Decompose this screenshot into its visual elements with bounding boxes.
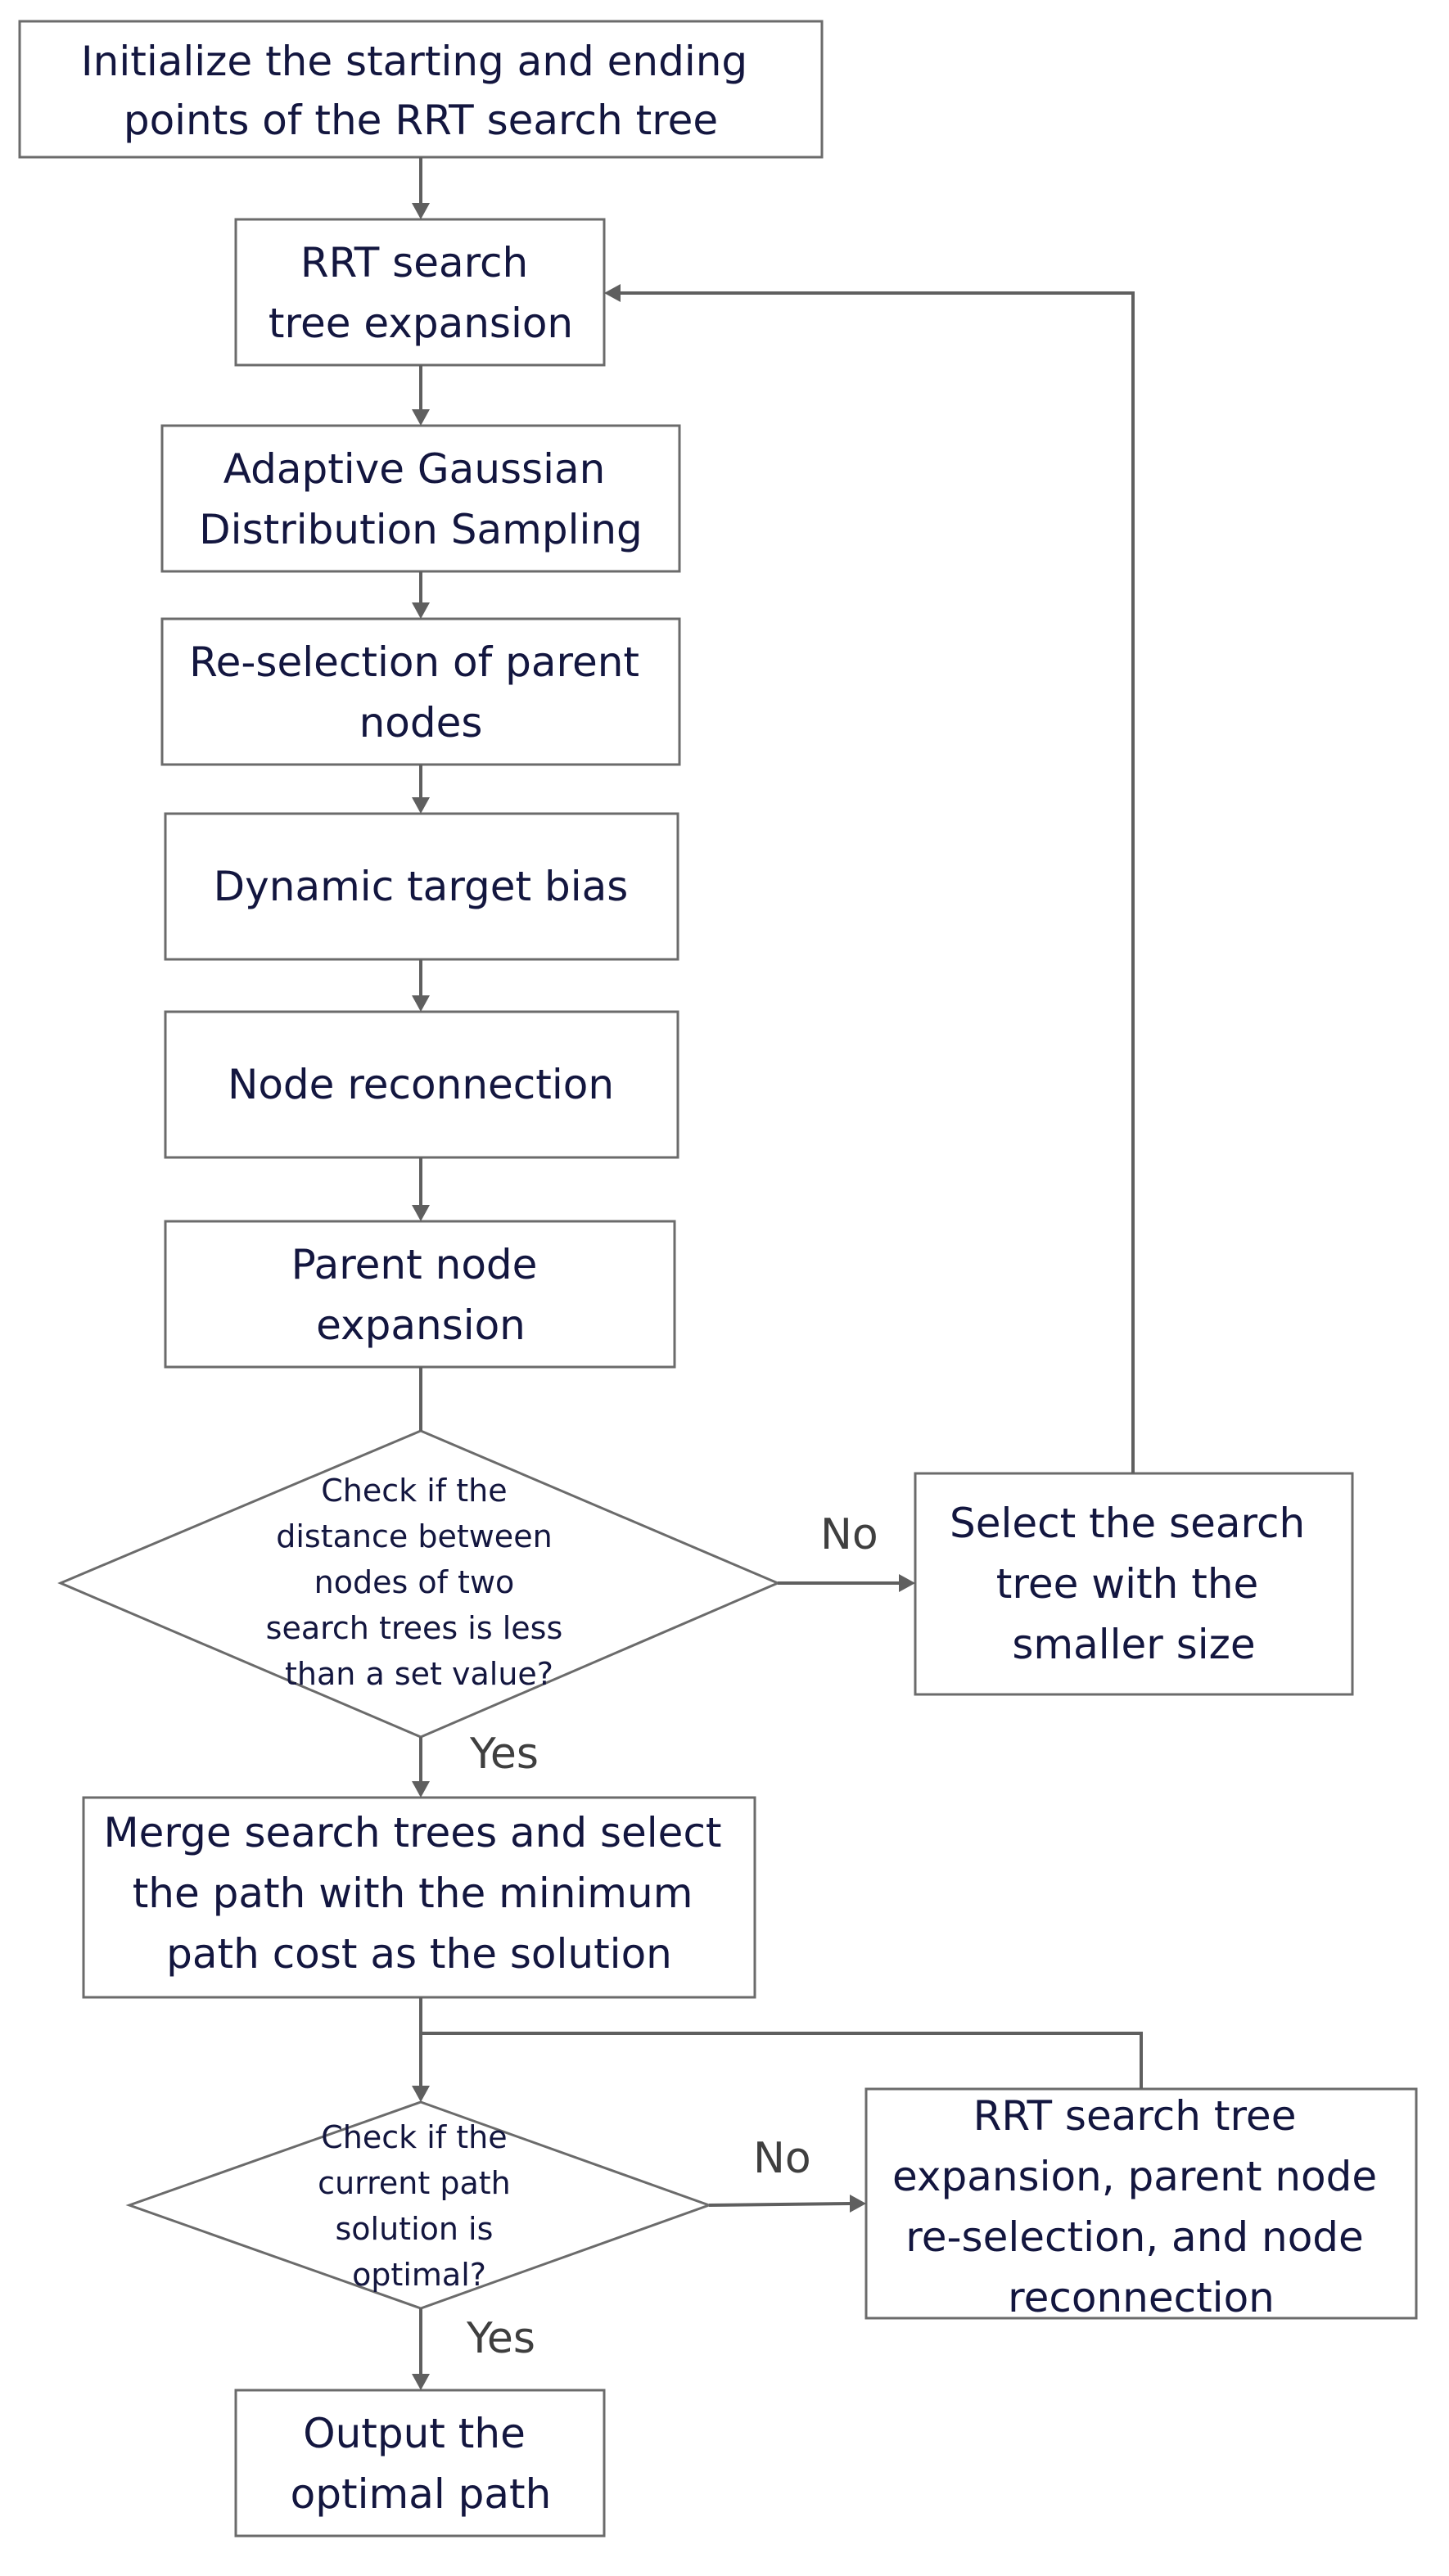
output-line-2: optimal path bbox=[291, 2470, 552, 2518]
connector-decision-no-to-select bbox=[778, 1574, 915, 1592]
connector-optimal-yes-to-output bbox=[412, 2308, 430, 2390]
rrt-combo-line-2: expansion, parent node bbox=[892, 2153, 1377, 2200]
select-smaller-box bbox=[914, 1472, 1354, 1696]
rrt-combo-line-4: reconnection bbox=[1008, 2274, 1275, 2321]
parent-expansion-line-1: Parent node bbox=[291, 1241, 538, 1288]
distance-decision-line-2: distance between bbox=[276, 1518, 552, 1554]
output-box bbox=[234, 2389, 606, 2538]
merge-line-1: Merge search trees and select bbox=[104, 1809, 722, 1856]
no-label-optimal: No bbox=[753, 2134, 811, 2183]
connector-rrt-to-sampling bbox=[412, 365, 430, 426]
connector-select-loop-to-rrt bbox=[604, 284, 1135, 1473]
select-smaller-line-3: smaller size bbox=[1012, 1621, 1255, 1668]
init-box bbox=[18, 20, 824, 159]
rrt-combo-line-1: RRT search tree bbox=[973, 2092, 1297, 2140]
optimal-decision-line-2: current path bbox=[318, 2165, 511, 2201]
output-line-1: Output the bbox=[303, 2410, 526, 2457]
init-line-1: Initialize the starting and ending bbox=[81, 38, 747, 85]
merge-line-2: the path with the minimum bbox=[133, 1870, 693, 1917]
reselection-line-2: nodes bbox=[359, 699, 483, 747]
rrt-combo-line-3: re-selection, and node bbox=[905, 2213, 1364, 2261]
connector-decision-yes-to-merge bbox=[412, 1737, 430, 1798]
rrt-combo-label: RRT search tree expansion, parent node r… bbox=[892, 2092, 1390, 2321]
output-label: Output the optimal path bbox=[291, 2410, 552, 2518]
distance-decision-line-5: than a set value? bbox=[285, 1656, 553, 1692]
connector-optimal-no-to-combo bbox=[708, 2195, 866, 2213]
init-label: Initialize the starting and ending point… bbox=[81, 38, 761, 144]
target-bias-label: Dynamic target bias bbox=[214, 863, 629, 910]
reconnection-box bbox=[164, 1010, 679, 1159]
optimal-decision-line-3: solution is bbox=[335, 2211, 493, 2247]
adaptive-sampling-line-2: Distribution Sampling bbox=[199, 506, 643, 553]
merge-label: Merge search trees and select the path w… bbox=[104, 1809, 735, 1978]
distance-decision-line-3: nodes of two bbox=[314, 1564, 515, 1600]
init-line-2: points of the RRT search tree bbox=[124, 97, 718, 144]
reselection-line-1: Re-selection of parent bbox=[189, 638, 639, 686]
reselection-box bbox=[160, 617, 681, 766]
connector-reconnection-to-parent bbox=[412, 1157, 430, 1221]
select-smaller-line-2: tree with the bbox=[996, 1560, 1259, 1608]
rrt-expansion-line-1: RRT search bbox=[300, 239, 528, 286]
connector-merge-to-optimal bbox=[412, 1997, 430, 2102]
optimal-decision-line-4: optimal? bbox=[352, 2257, 486, 2293]
target-bias-box bbox=[164, 812, 679, 961]
yes-label-distance: Yes bbox=[469, 1730, 539, 1779]
rrt-expansion-line-2: tree expansion bbox=[269, 300, 573, 347]
target-bias-line-1: Dynamic target bias bbox=[214, 863, 629, 910]
yes-label-optimal: Yes bbox=[466, 2314, 535, 2363]
connector-sampling-to-reselection bbox=[412, 571, 430, 619]
parent-expansion-line-2: expansion bbox=[316, 1302, 526, 1349]
distance-decision-line-4: search trees is less bbox=[266, 1610, 563, 1646]
adaptive-sampling-label: Adaptive Gaussian Distribution Sampling bbox=[199, 445, 643, 553]
rrt-expansion-label: RRT search tree expansion bbox=[269, 239, 573, 347]
merge-line-3: path cost as the solution bbox=[166, 1930, 672, 1978]
distance-decision-line-1: Check if the bbox=[321, 1473, 507, 1509]
reconnection-line-1: Node reconnection bbox=[228, 1061, 614, 1108]
reconnection-label: Node reconnection bbox=[228, 1061, 614, 1108]
adaptive-sampling-line-1: Adaptive Gaussian bbox=[223, 445, 606, 493]
parent-expansion-label: Parent node expansion bbox=[291, 1241, 551, 1349]
connector-init-to-rrt bbox=[412, 157, 430, 219]
connector-reselection-to-bias bbox=[412, 765, 430, 814]
connector-bias-to-reconnection bbox=[412, 959, 430, 1012]
rrt-expansion-box bbox=[234, 218, 606, 367]
distance-decision-label: Check if the distance between nodes of t… bbox=[266, 1473, 573, 1692]
optimal-decision-label: Check if the current path solution is op… bbox=[318, 2119, 521, 2293]
connector-combo-loop-to-merge-out bbox=[421, 2032, 1143, 2089]
select-smaller-line-1: Select the search bbox=[950, 1500, 1305, 1547]
merge-box bbox=[82, 1796, 756, 1999]
reselection-label: Re-selection of parent nodes bbox=[189, 638, 652, 747]
select-smaller-label: Select the search tree with the smaller … bbox=[950, 1500, 1318, 1668]
optimal-decision-line-1: Check if the bbox=[321, 2119, 507, 2155]
no-label-distance: No bbox=[820, 1510, 878, 1559]
